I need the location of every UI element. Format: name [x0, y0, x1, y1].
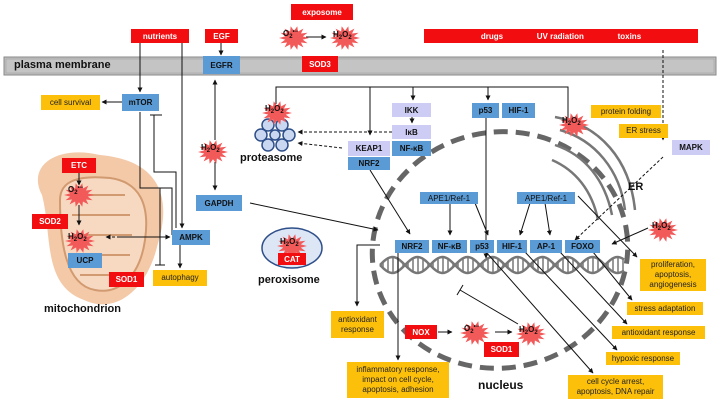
exposome-label: exposome — [291, 4, 353, 20]
superoxide-mito: O2•− — [68, 185, 84, 196]
proteasome-icon — [254, 118, 296, 152]
h2o2-gapdh: H2O2 — [201, 143, 220, 154]
h2o2-mito: H2O2 — [68, 232, 87, 243]
proliferation-outcome: proliferation, apoptosis, angiogenesis — [640, 259, 706, 291]
ikb-protein: IκB — [392, 125, 431, 139]
nfkb-cytoplasmic: NF-κB — [392, 141, 431, 156]
ros-burst-shape — [64, 183, 94, 207]
ros-bursts — [64, 26, 678, 346]
drugs-label: drugs — [480, 31, 504, 41]
plasma-membrane — [3, 56, 717, 76]
h2o2-exposome: H2O2 — [333, 30, 352, 41]
mapk-kinase: MAPK — [672, 140, 710, 155]
ros-burst-shape — [330, 26, 360, 50]
plasma-membrane-label: plasma membrane — [14, 59, 111, 71]
egf-label: EGF — [205, 29, 238, 43]
tf-hif1: HIF-1 — [497, 240, 527, 253]
inflammatory-outcome: inflammatory response, impact on cell cy… — [347, 362, 449, 398]
keap1-protein: KEAP1 — [348, 141, 390, 156]
proteasome-label: proteasome — [240, 152, 303, 164]
h2o2-er: H2O2 — [562, 116, 581, 127]
hif1-cytoplasmic: HIF-1 — [502, 103, 535, 118]
ros-burst-shape — [262, 101, 292, 125]
nox-enzyme: NOX — [405, 325, 437, 339]
ros-burst-shape — [277, 234, 307, 258]
ros-burst-shape — [65, 229, 95, 253]
tf-p53: p53 — [470, 240, 494, 253]
sod2-badge: SOD2 — [32, 214, 68, 229]
mtor-protein: mTOR — [122, 94, 159, 111]
uv-radiation-label: UV radiation — [536, 31, 584, 41]
ape1-ref1-right: APE1/Ref-1 — [517, 192, 575, 204]
er-stress-outcome: ER stress — [619, 124, 668, 138]
hypoxic-response-outcome: hypoxic response — [606, 352, 680, 365]
nucleus-envelope — [369, 129, 631, 371]
toxins-label: toxins — [617, 31, 642, 41]
catalase-badge: CAT — [278, 253, 306, 265]
h2o2-foxo: H2O2 — [652, 221, 671, 232]
tf-nfkb: NF-κB — [432, 240, 467, 253]
nrf2-cytoplasmic: NRF2 — [348, 157, 390, 170]
protein-folding-outcome: protein folding — [591, 105, 661, 118]
antioxidant-response-right: antioxidant response — [612, 326, 705, 339]
cell-survival-outcome: cell survival — [41, 95, 100, 110]
egfr-protein: EGFR — [203, 56, 240, 74]
superoxide-exposome: O2•− — [283, 29, 299, 40]
etc-label: ETC — [62, 158, 96, 173]
stress-adaptation-outcome: stress adaptation — [627, 302, 703, 315]
nutrients-label: nutrients — [131, 29, 189, 43]
p53-cytoplasmic: p53 — [472, 103, 499, 118]
ape1-ref1-left: APE1/Ref-1 — [420, 192, 478, 204]
sod1-nuclear-badge: SOD1 — [484, 342, 519, 357]
er-label: ER — [628, 181, 644, 193]
ros-burst-shape — [279, 26, 309, 50]
ros-burst-shape — [198, 140, 228, 164]
mitochondrion-label: mitochondrion — [44, 303, 121, 315]
ros-burst-shape — [516, 322, 546, 346]
h2o2-proteasome: H2O2 — [265, 104, 284, 115]
h2o2-peroxisome: H2O2 — [280, 237, 299, 248]
tf-nrf2: NRF2 — [395, 240, 429, 253]
superoxide-nox: O2•− — [464, 324, 480, 335]
external-stress-bar: drugs UV radiation toxins — [424, 29, 698, 43]
peroxisome-label: peroxisome — [258, 274, 320, 286]
ucp-protein: UCP — [68, 253, 102, 268]
cell-cycle-arrest-outcome: cell cycle arrest, apoptosis, DNA repair — [568, 375, 663, 399]
sod1-mito-badge: SOD1 — [109, 272, 144, 287]
tf-foxo: FOXO — [565, 240, 600, 253]
pathway-arrows — [76, 34, 649, 374]
transcription-factor-row: NRF2 NF-κB p53 HIF-1 AP-1 FOXO — [395, 240, 600, 253]
ampk-protein: AMPK — [172, 230, 210, 245]
ros-burst-shape — [559, 113, 589, 137]
ros-burst-shape — [460, 321, 490, 345]
tf-ap1: AP-1 — [530, 240, 562, 253]
antioxidant-response-left: antioxidant response — [331, 311, 384, 338]
h2o2-nox: H2O2 — [519, 325, 538, 336]
nucleus-label: nucleus — [478, 378, 524, 392]
ikk-kinase: IKK — [392, 103, 431, 117]
gapdh-protein: GAPDH — [196, 195, 242, 211]
ros-burst-shape — [648, 218, 678, 242]
sod3-badge: SOD3 — [302, 56, 338, 72]
autophagy-outcome: autophagy — [153, 270, 207, 286]
